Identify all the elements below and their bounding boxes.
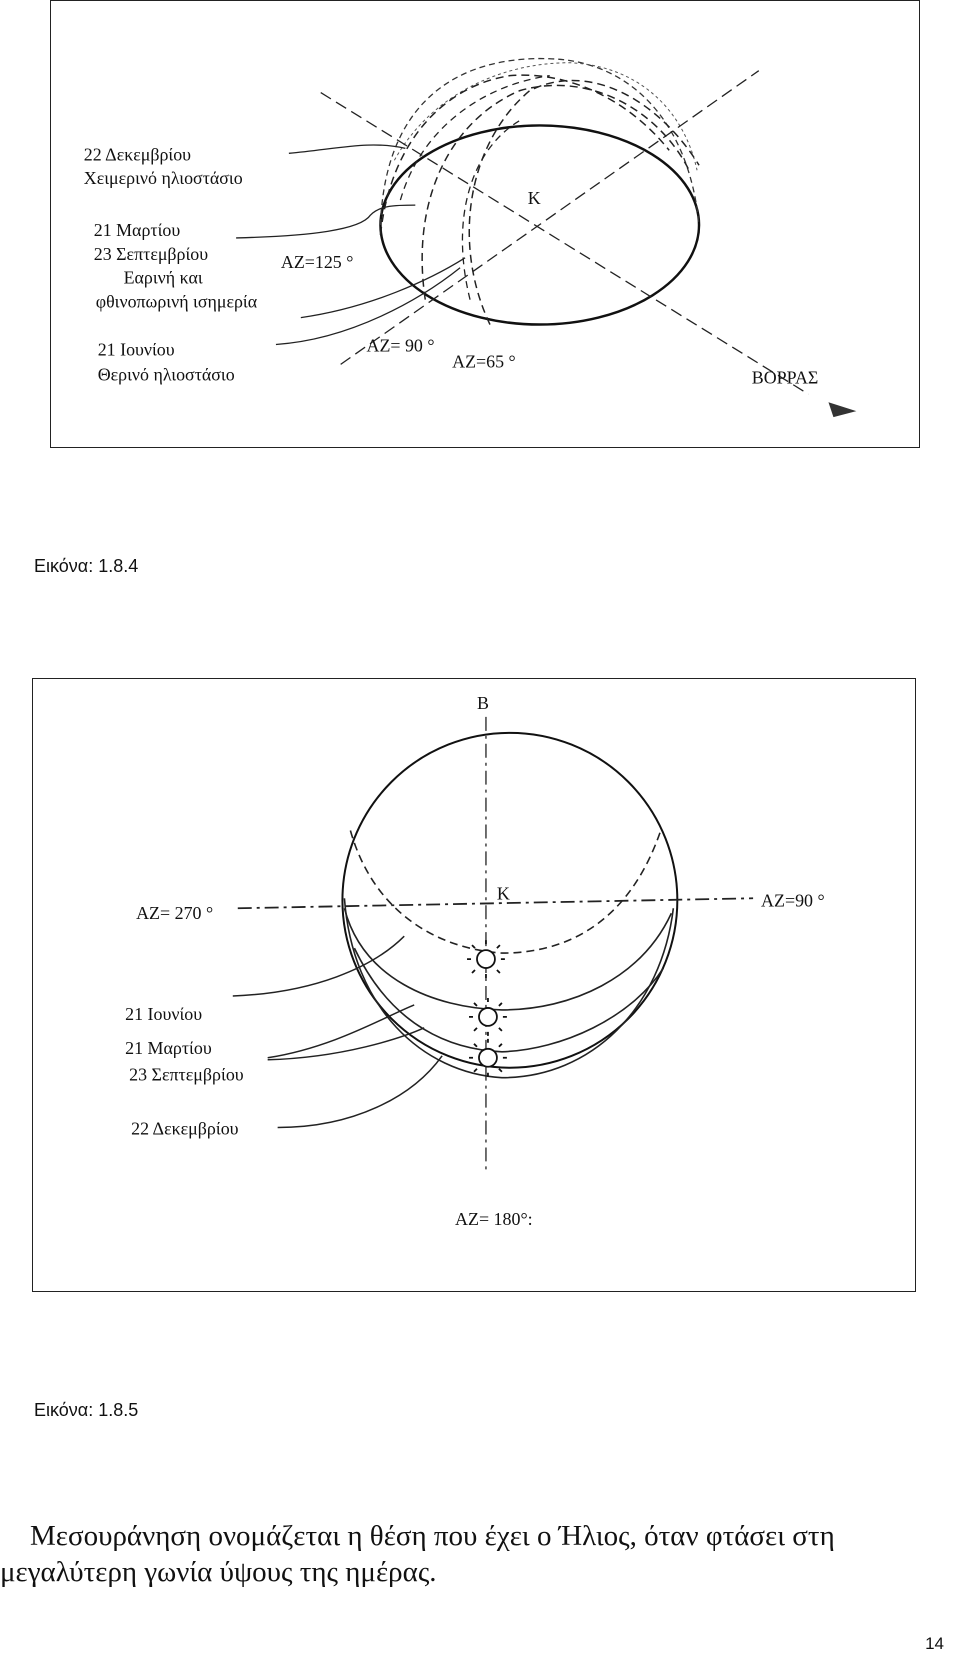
label-spring-and: Εαρινή και — [124, 268, 203, 288]
leader-june — [232, 935, 405, 997]
paragraph-line-2: μεγαλύτερη γωνία ύψους της ημέρας. — [0, 1556, 437, 1588]
label-center-k: K — [528, 188, 541, 208]
dome-outline-2 — [393, 62, 698, 171]
sun-icon-june — [467, 940, 505, 979]
sun-path-june-arc — [349, 828, 663, 954]
sun-path-equinox-arc — [343, 908, 673, 1011]
label-az270: AZ= 270 ° — [136, 903, 213, 923]
leader-december — [288, 144, 406, 154]
sun-icon-december — [469, 1038, 507, 1077]
label-az125: AZ=125 ° — [281, 252, 353, 272]
axis-nw-se — [320, 92, 809, 395]
figure-sun-paths-top-view: B K AZ= 270 ° AZ=90 ° AZ= 180°: 21 Ιουνί… — [32, 678, 916, 1292]
label-september: 23 Σεπτεμβρίου — [129, 1065, 244, 1085]
label-az90: AZ= 90 ° — [367, 335, 435, 355]
axis-sw-ne — [340, 70, 760, 365]
meridian-1 — [399, 75, 550, 201]
label-march-date: 21 Μαρτίου — [94, 220, 181, 240]
sun-path-equinox — [421, 84, 690, 300]
label-az90: AZ=90 ° — [761, 890, 825, 910]
figure-sun-paths-perspective: 22 Δεκεμβρίου Χειμερινό ηλιοστάσιο 21 Μα… — [50, 0, 920, 448]
label-summer-solstice: Θερινό ηλιοστάσιο — [98, 364, 235, 384]
label-december: 22 Δεκεμβρίου — [131, 1119, 239, 1139]
sun-paths-sphere-diagram: B K AZ= 270 ° AZ=90 ° AZ= 180°: 21 Ιουνί… — [125, 693, 825, 1229]
label-az65: AZ=65 ° — [452, 351, 516, 371]
leader-june-2 — [300, 257, 466, 319]
sun-paths-dome-diagram: 22 Δεκεμβρίου Χειμερινό ηλιοστάσιο 21 Μα… — [84, 57, 857, 418]
sphere-lower-bulge — [343, 898, 675, 1079]
axis-east-west — [237, 897, 754, 910]
dome-outline — [379, 57, 700, 226]
label-north-b: B — [477, 693, 489, 713]
figure-caption-2: Εικόνα: 1.8.5 — [34, 1400, 139, 1420]
page-number: 14 — [925, 1634, 944, 1653]
leader-march — [267, 1004, 415, 1059]
figure-caption-1: Εικόνα: 1.8.4 — [34, 556, 139, 576]
label-az180: AZ= 180°: — [455, 1209, 533, 1229]
label-december-date: 22 Δεκεμβρίου — [84, 144, 191, 164]
body-paragraph: Μεσουράνηση ονομάζεται η θέση που έχει ο… — [0, 1518, 960, 1590]
leader-june-1 — [275, 267, 461, 346]
label-north: ΒΟΡΡΑΣ — [752, 367, 819, 387]
sun-path-june — [468, 79, 700, 325]
leader-december — [277, 1055, 443, 1129]
sun-icon-equinox — [469, 997, 507, 1036]
leader-equinox — [236, 204, 416, 239]
label-autumn-equinox: φθινοπωρινή ισημερία — [96, 292, 257, 312]
label-center-k: K — [497, 883, 510, 903]
paragraph-line-1: Μεσουράνηση ονομάζεται η θέση που έχει ο… — [30, 1520, 835, 1552]
label-september-date: 23 Σεπτεμβρίου — [94, 244, 208, 264]
label-june-date: 21 Ιουνίου — [98, 339, 175, 359]
meridian-2 — [461, 119, 521, 300]
north-arrow-icon — [828, 402, 857, 418]
label-winter-solstice: Χειμερινό ηλιοστάσιο — [84, 168, 243, 188]
leader-september — [267, 1027, 425, 1061]
label-march: 21 Μαρτίου — [125, 1038, 212, 1058]
sun-path-december — [379, 74, 670, 236]
sun-path-december-arc — [353, 947, 665, 1053]
label-june: 21 Ιουνίου — [125, 1004, 202, 1024]
